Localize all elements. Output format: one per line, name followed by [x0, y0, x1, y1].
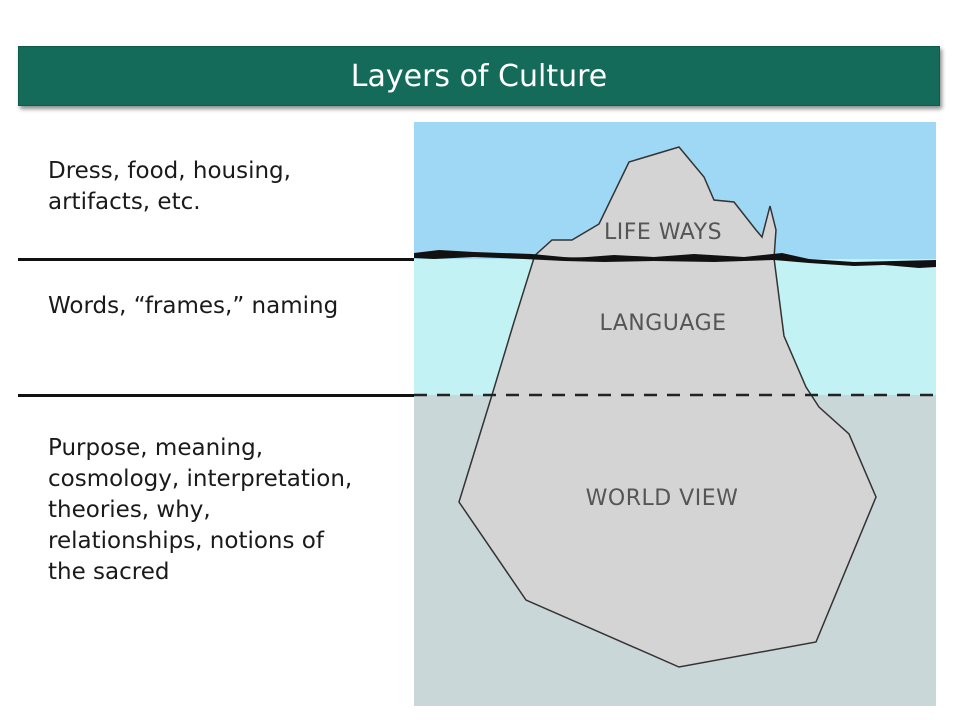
- world-view-label: WORLD VIEW: [586, 486, 739, 511]
- iceberg-illustration: LIFE WAYS LANGUAGE WORLD VIEW: [414, 122, 936, 706]
- divider-surface: [18, 258, 414, 261]
- waterline: [414, 250, 936, 268]
- language-description: Words, “frames,” naming: [48, 293, 339, 319]
- world-view-description: Purpose, meaning, cosmology, interpretat…: [48, 435, 353, 585]
- title-banner: Layers of Culture: [18, 46, 940, 106]
- slide-title: Layers of Culture: [350, 58, 608, 94]
- language-label: LANGUAGE: [599, 311, 726, 336]
- life-ways-label: LIFE WAYS: [604, 220, 722, 245]
- iceberg-underwater: [458, 257, 877, 668]
- divider-depth: [18, 394, 414, 397]
- life-ways-description: Dress, food, housing, artifacts, etc.: [48, 158, 291, 215]
- iceberg-tip: [530, 146, 777, 259]
